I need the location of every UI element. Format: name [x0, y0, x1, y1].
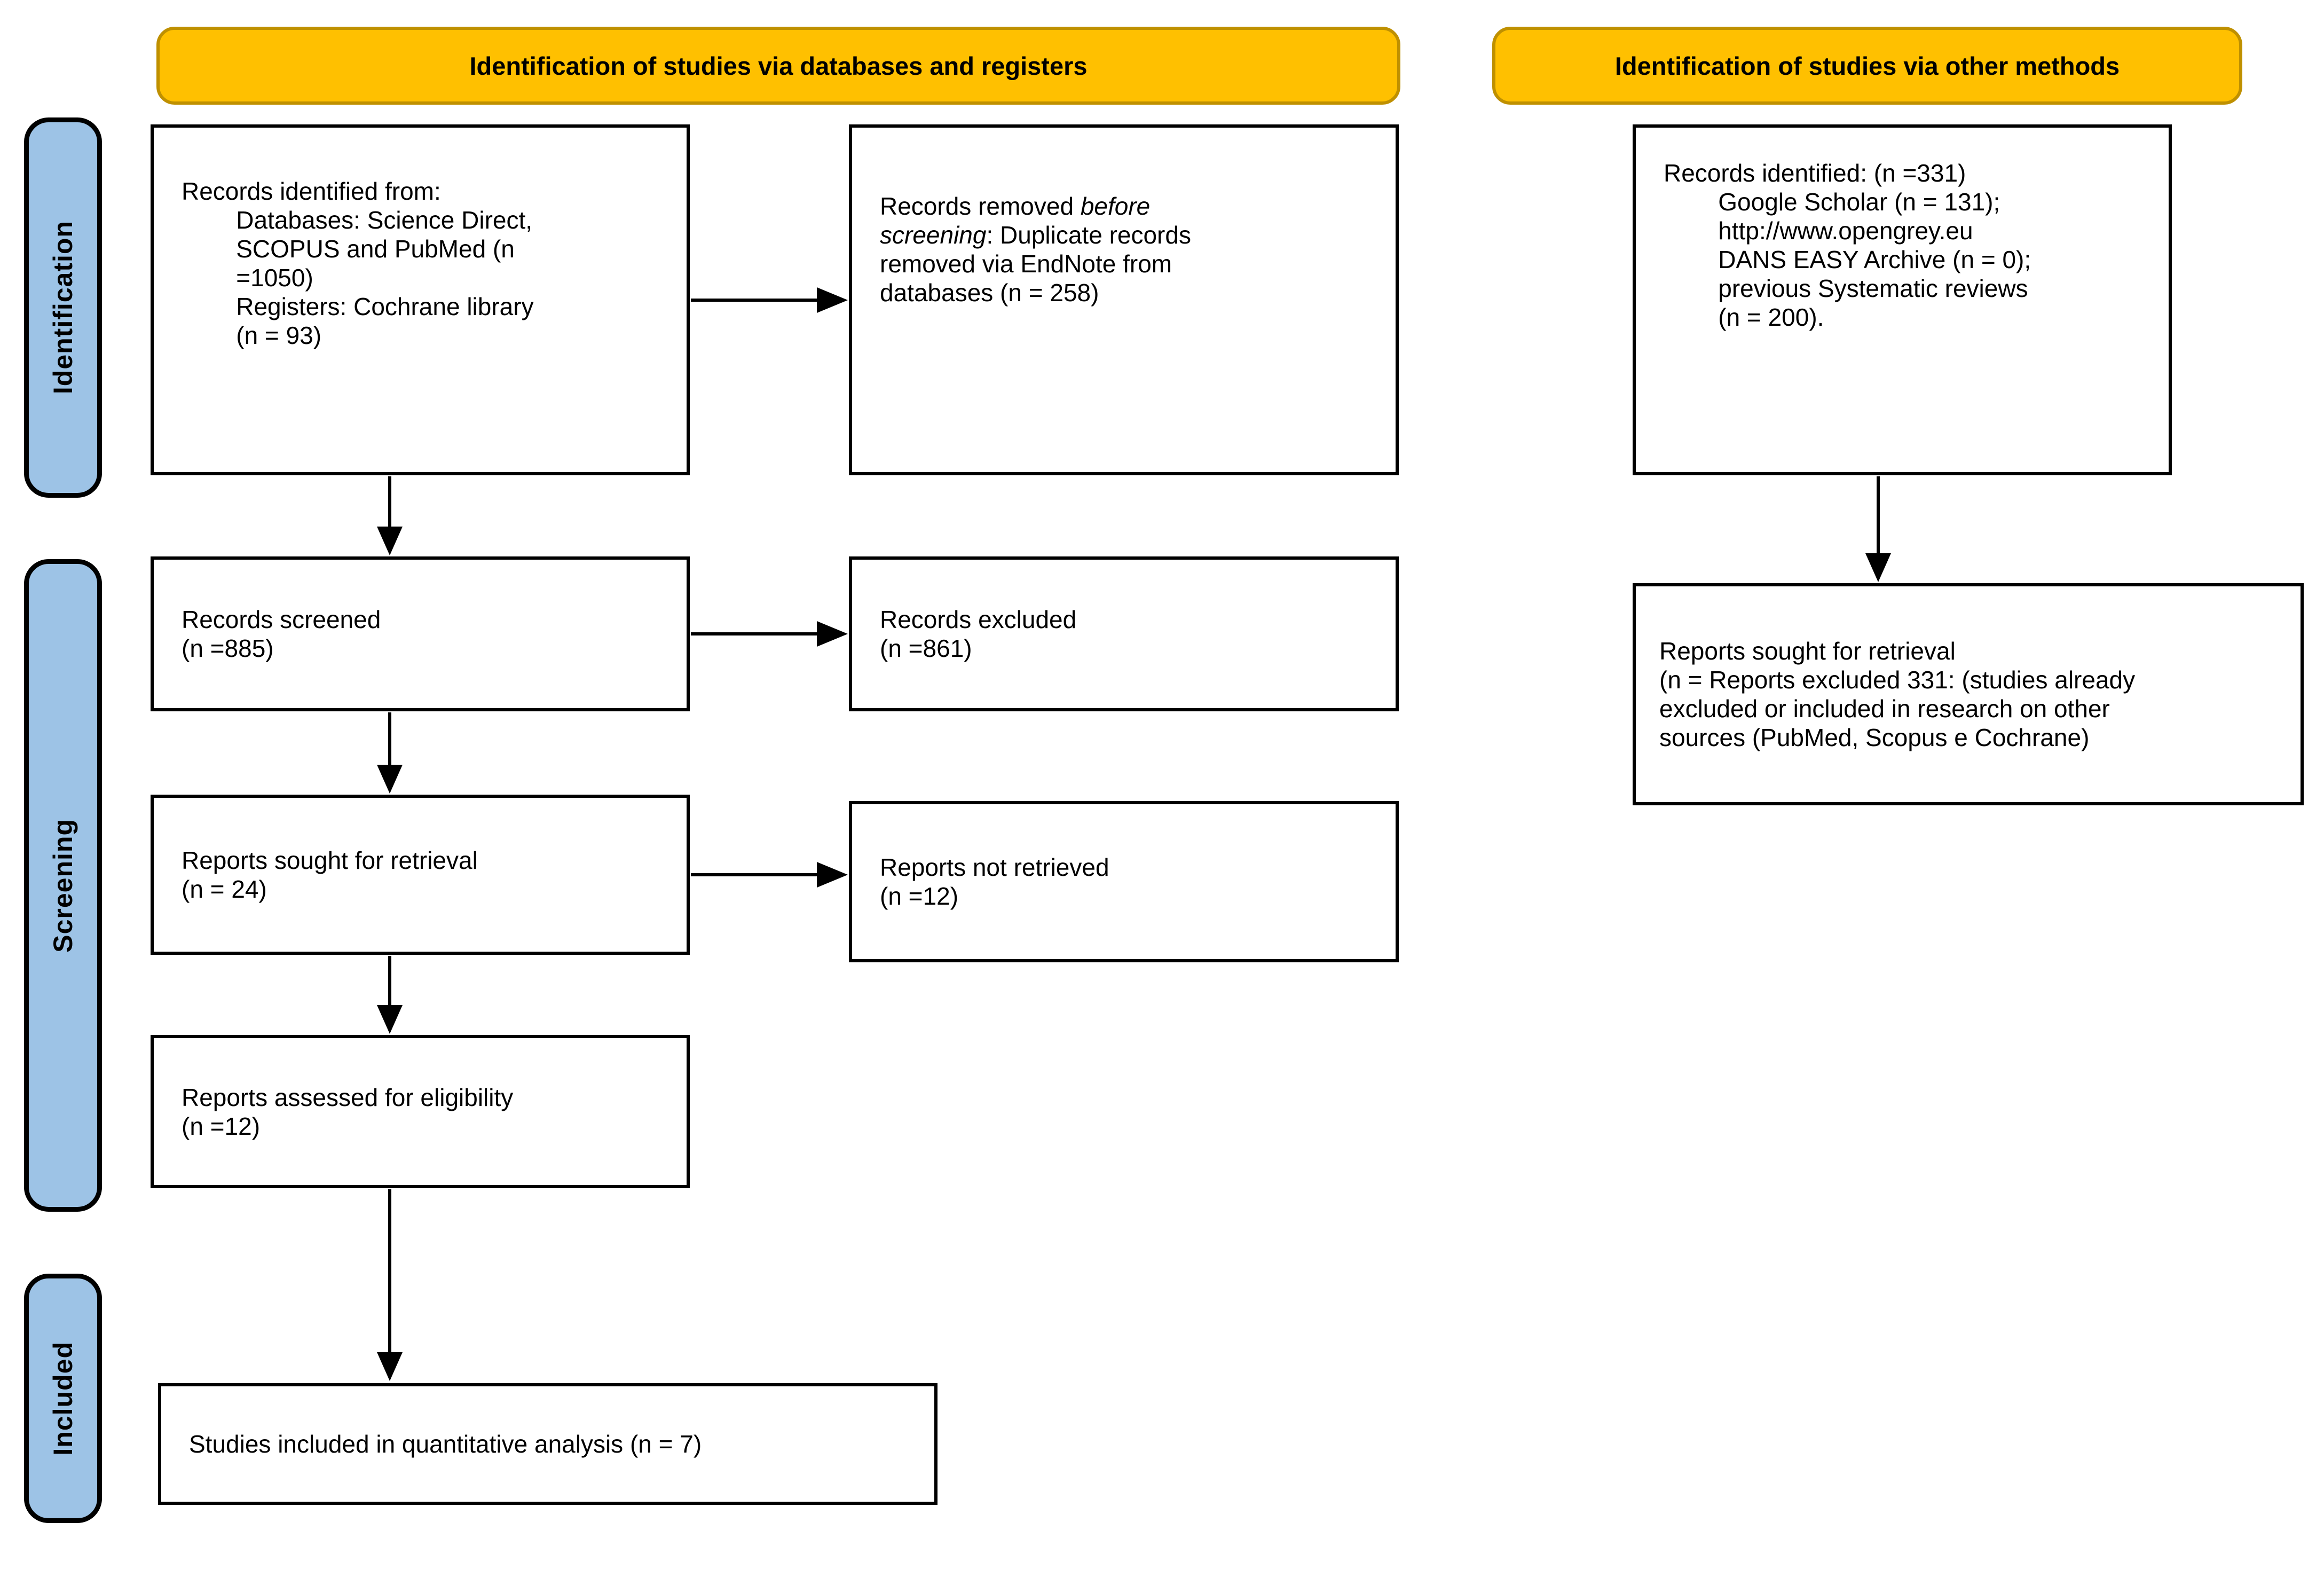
box-studies-included-text: Studies included in quantitative analysi…	[189, 1430, 702, 1458]
box-records-identified-databases: Records identified from: Databases: Scie…	[151, 124, 690, 475]
box-records-identified-other: Records identified: (n =331) Google Scho…	[1633, 124, 2172, 475]
box-records-excluded-text: Records excluded (n =861)	[880, 606, 1077, 662]
records-removed-prefix: Records removed	[880, 192, 1081, 220]
banner-databases-registers: Identification of studies via databases …	[156, 27, 1400, 105]
arrow-other-identified-to-sought	[1865, 476, 1891, 582]
stage-identification-label: Identification	[48, 221, 78, 395]
box-records-screened-text: Records screened (n =885)	[182, 606, 381, 662]
stage-identification: Identification	[24, 117, 102, 498]
arrow-identified-to-screened	[377, 476, 403, 555]
arrow-identified-to-removed	[691, 287, 848, 313]
box-reports-sought: Reports sought for retrieval (n = 24)	[151, 795, 690, 955]
banner-other-methods-label: Identification of studies via other meth…	[1614, 51, 2120, 80]
box-records-excluded: Records excluded (n =861)	[849, 556, 1399, 711]
box-records-removed-before-screening: Records removed before screening: Duplic…	[849, 124, 1399, 475]
box-reports-assessed-text: Reports assessed for eligibility (n =12)	[182, 1083, 514, 1140]
arrow-screened-to-excluded	[691, 621, 848, 647]
banner-other-methods: Identification of studies via other meth…	[1492, 27, 2242, 105]
box-reports-not-retrieved-text: Reports not retrieved (n =12)	[880, 853, 1109, 910]
arrow-sought-to-not-retrieved	[691, 862, 848, 888]
stage-screening: Screening	[24, 559, 102, 1212]
stage-included-label: Included	[48, 1341, 78, 1456]
box-records-identified-other-text: Records identified: (n =331) Google Scho…	[1664, 159, 2031, 331]
box-reports-sought-text: Reports sought for retrieval (n = 24)	[182, 846, 478, 903]
box-reports-sought-other-text: Reports sought for retrieval (n = Report…	[1659, 637, 2136, 751]
banner-databases-registers-label: Identification of studies via databases …	[469, 51, 1088, 80]
box-records-screened: Records screened (n =885)	[151, 556, 690, 711]
box-records-identified-databases-text: Records identified from: Databases: Scie…	[182, 177, 534, 349]
arrow-screened-to-sought	[377, 712, 403, 794]
box-reports-assessed: Reports assessed for eligibility (n =12)	[151, 1035, 690, 1188]
records-removed-suffix: : Duplicate records removed via EndNote …	[880, 221, 1191, 307]
box-reports-sought-other: Reports sought for retrieval (n = Report…	[1633, 583, 2304, 805]
arrow-sought-to-assessed	[377, 956, 403, 1034]
box-records-removed-before-screening-text: Records removed before screening: Duplic…	[852, 192, 1207, 307]
box-studies-included: Studies included in quantitative analysi…	[158, 1383, 938, 1505]
box-reports-not-retrieved: Reports not retrieved (n =12)	[849, 801, 1399, 962]
records-removed-italic: before screening	[880, 192, 1151, 249]
arrow-assessed-to-included	[377, 1189, 403, 1381]
stage-screening-label: Screening	[48, 818, 78, 953]
stage-included: Included	[24, 1274, 102, 1523]
